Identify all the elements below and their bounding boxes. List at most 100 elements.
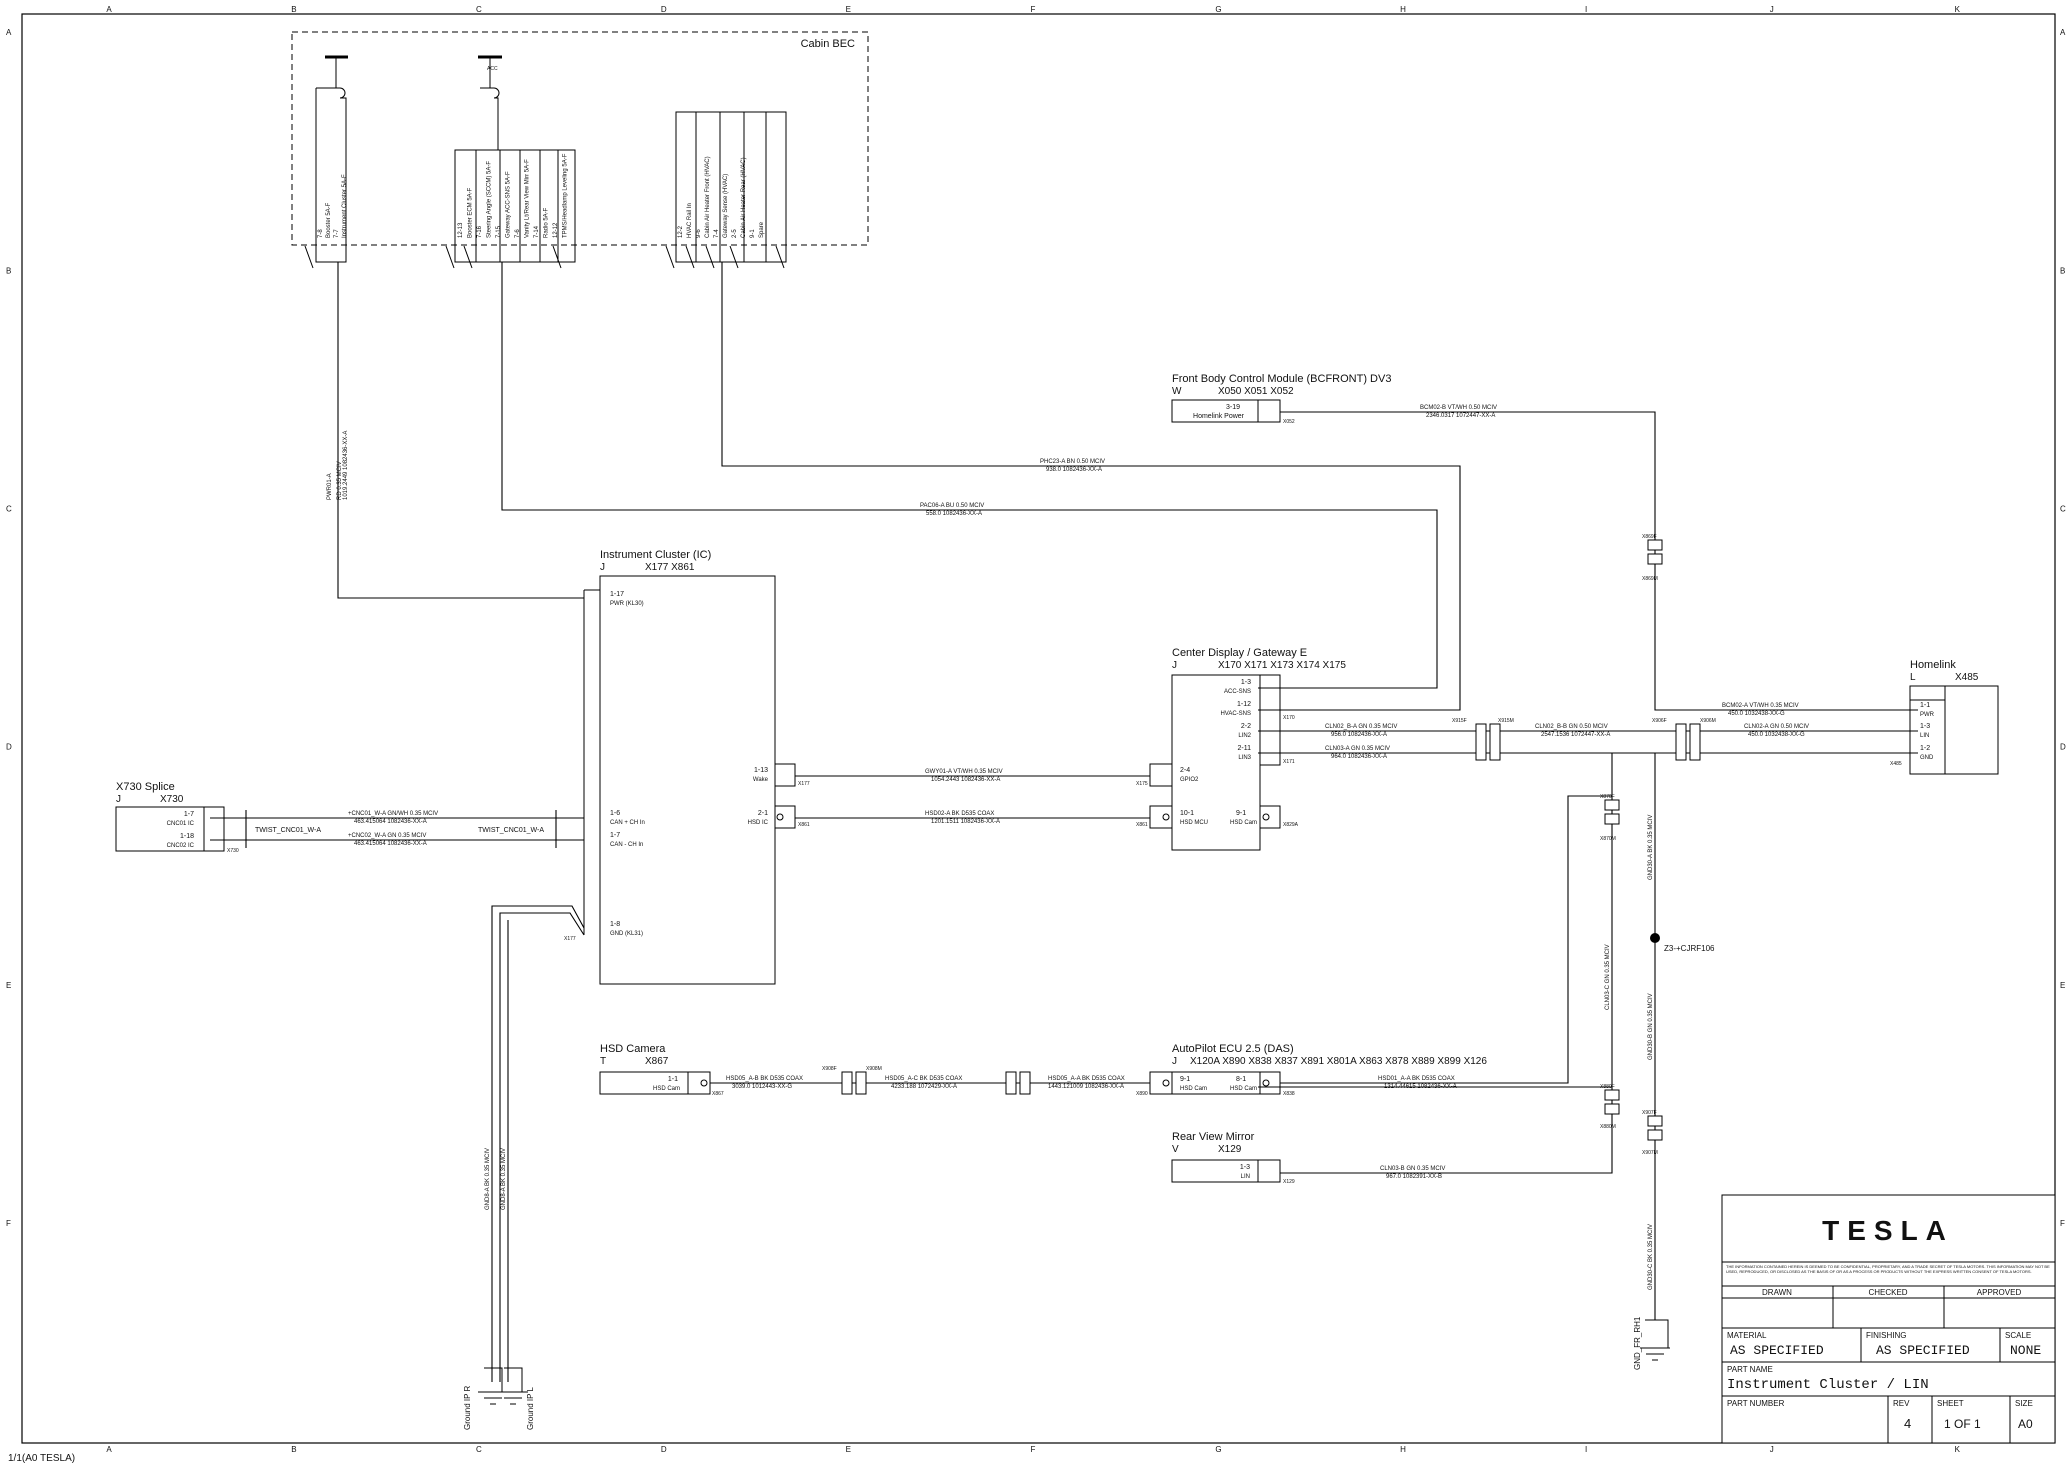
- svg-text:Homelink: Homelink: [1910, 659, 1956, 671]
- inline-connector-tag: X907F: [1642, 1110, 1657, 1116]
- svg-text:CLN02_B-A GN 0.35 MCIV: CLN02_B-A GN 0.35 MCIV: [1325, 724, 1397, 730]
- svg-text:REV: REV: [1893, 1399, 1910, 1408]
- fuse-label: 7-14: [534, 225, 540, 238]
- svg-text:1-1: 1-1: [1920, 702, 1930, 709]
- svg-text:Instrument Cluster (IC): Instrument Cluster (IC): [600, 549, 711, 561]
- svg-text:1201.1511 1082436-XX-A: 1201.1511 1082436-XX-A: [931, 819, 1000, 825]
- grid-col-label: B: [291, 5, 296, 14]
- fuse-label: 7-8: [318, 229, 324, 238]
- svg-text:CAN - CH In: CAN - CH In: [610, 842, 643, 848]
- svg-text:956.0 1082436-XX-A: 956.0 1082436-XX-A: [1331, 732, 1387, 738]
- svg-text:T: T: [600, 1056, 606, 1067]
- svg-text:4233.188 1072429-XX-A: 4233.188 1072429-XX-A: [891, 1084, 957, 1090]
- fuse-label: 7-7: [334, 229, 340, 238]
- svg-text:HSD05_A-A BK D535 COAX: HSD05_A-A BK D535 COAX: [1048, 1076, 1125, 1082]
- svg-text:Homelink Power: Homelink Power: [1193, 413, 1245, 420]
- svg-text:X485: X485: [1890, 761, 1902, 767]
- grid-row-label: E: [2060, 981, 2065, 990]
- svg-text:DRAWN: DRAWN: [1762, 1288, 1792, 1297]
- svg-text:X730: X730: [160, 794, 184, 805]
- grid-col-label: K: [1955, 1445, 1961, 1454]
- svg-text:LIN2: LIN2: [1238, 733, 1251, 739]
- svg-text:HSD Cam: HSD Cam: [1230, 820, 1257, 826]
- svg-text:HSD Camera: HSD Camera: [600, 1043, 666, 1055]
- svg-text:Wake: Wake: [753, 777, 769, 783]
- fuse-label: Spare: [759, 221, 765, 238]
- svg-text:X170 X171 X173 X174 X1: X170 X171 X173 X174 X175: [1218, 660, 1346, 671]
- svg-text:HSD01_A-A BK D535 COAX: HSD01_A-A BK D535 COAX: [1378, 1076, 1455, 1082]
- svg-text:1-1: 1-1: [668, 1076, 678, 1083]
- svg-text:NONE: NONE: [2010, 1343, 2041, 1358]
- inline-connector-tag: X869M: [1642, 576, 1658, 582]
- svg-text:TWIST_CNC01_W-A: TWIST_CNC01_W-A: [478, 827, 544, 834]
- fuse-label: Steering Angle (SCCM) 5A-F: [487, 161, 493, 238]
- grid-col-label: K: [1955, 5, 1961, 14]
- inline-connector-tag: X906M: [1700, 718, 1716, 724]
- svg-text:RD 0.35 MCIV: RD 0.35 MCIV: [337, 461, 343, 500]
- svg-text:GND30-B GN 0.35 MCIV: GND30-B GN 0.35 MCIV: [1648, 993, 1654, 1060]
- fuse-label: Cabin Air Heater Front (HVAC): [705, 156, 711, 238]
- svg-text:1-8: 1-8: [610, 921, 620, 928]
- fuse-label: 7-4: [714, 229, 720, 238]
- fuse-label: 7-15: [496, 225, 502, 238]
- svg-text:HSD Cam: HSD Cam: [1180, 1086, 1207, 1092]
- svg-text:PART NAME: PART NAME: [1727, 1365, 1773, 1374]
- svg-text:A0: A0: [2018, 1417, 2033, 1431]
- svg-text:GPIO2: GPIO2: [1180, 777, 1199, 783]
- module-instrument-cluster: Instrument Cluster (IC) J X177 X861 1-17…: [564, 549, 810, 985]
- svg-text:1314.44615 1082436-XX-A: 1314.44615 1082436-XX-A: [1384, 1084, 1457, 1090]
- svg-text:PHC23-A BN 0.50 MCIV: PHC23-A BN 0.50 MCIV: [1040, 459, 1105, 465]
- svg-text:GND8-A BK 0.35 MCIV: GND8-A BK 0.35 MCIV: [501, 1148, 507, 1210]
- svg-text:X052: X052: [1283, 419, 1295, 425]
- svg-text:GND (KL31): GND (KL31): [610, 931, 643, 937]
- svg-text:AutoPilot ECU 2.5 (DAS): AutoPilot ECU 2.5 (DAS): [1172, 1043, 1294, 1055]
- svg-text:2-4: 2-4: [1180, 767, 1190, 774]
- grid-col-label: H: [1400, 1445, 1406, 1454]
- svg-text:967.0 1082391-XX-B: 967.0 1082391-XX-B: [1386, 1174, 1442, 1180]
- svg-text:1 OF 1: 1 OF 1: [1944, 1417, 1981, 1431]
- grid-col-label: D: [661, 1445, 667, 1454]
- module-rear-view-mirror: Rear View Mirror V X129 1-3 LIN X129: [1171, 1131, 1295, 1185]
- fuse-label: 2-5: [732, 229, 738, 238]
- grid-col-label: F: [1031, 5, 1036, 14]
- grid-row-label: F: [6, 1219, 11, 1228]
- svg-text:2-2: 2-2: [1241, 723, 1251, 730]
- svg-text:3-19: 3-19: [1226, 404, 1240, 411]
- svg-text:PWR (KL30): PWR (KL30): [610, 601, 644, 607]
- svg-text:X861: X861: [1136, 822, 1148, 828]
- svg-text:GND30-A BK 0.35 MCIV: GND30-A BK 0.35 MCIV: [1648, 815, 1654, 880]
- svg-text:J: J: [1172, 660, 1177, 671]
- svg-text:J: J: [600, 562, 605, 573]
- module-center-display-gateway: Center Display / Gateway E J X170 X171 X…: [1136, 647, 1346, 851]
- svg-text:X120A X890 X838 X837 X89: X120A X890 X838 X837 X891 X801A X863 X87…: [1190, 1056, 1487, 1067]
- grid-col-label: E: [846, 5, 851, 14]
- svg-text:LIN: LIN: [1241, 1174, 1250, 1180]
- svg-text:HSD05_A-B BK D535 COAX: HSD05_A-B BK D535 COAX: [726, 1076, 803, 1082]
- svg-text:964.0 1082436-XX-A: 964.0 1082436-XX-A: [1331, 754, 1387, 760]
- fuse-label: 9-1: [750, 229, 756, 238]
- svg-text:X170: X170: [1283, 715, 1295, 721]
- grid-col-label: C: [476, 5, 482, 14]
- svg-text:GND30-C BK 0.35 MCIV: GND30-C BK 0.35 MCIV: [1648, 1224, 1654, 1290]
- ground-fr-rh-label: GND_FR_RH1: [1633, 1316, 1642, 1370]
- fuse-label: 9-6: [696, 229, 702, 238]
- grid-row-label: A: [6, 28, 12, 37]
- svg-text:X175: X175: [1136, 781, 1148, 787]
- svg-text:CNC01 IC: CNC01 IC: [167, 821, 195, 827]
- ground-symbols: [478, 1319, 1670, 1405]
- confidential-notice: THE INFORMATION CONTAINED HEREIN IS DEEM…: [1726, 1264, 2050, 1274]
- svg-text:X171: X171: [1283, 759, 1295, 765]
- svg-text:X050 X051 X052: X050 X051 X052: [1218, 386, 1294, 397]
- fuse-label: Booster 5A-F: [326, 202, 332, 238]
- svg-text:X177: X177: [564, 936, 576, 942]
- grid-col-label: F: [1031, 1445, 1036, 1454]
- svg-text:X129: X129: [1283, 1179, 1295, 1185]
- grid-col-label: G: [1215, 1445, 1221, 1454]
- svg-text:AS SPECIFIED: AS SPECIFIED: [1876, 1343, 1970, 1358]
- svg-text:CLN02-A GN 0.50 MCIV: CLN02-A GN 0.50 MCIV: [1744, 724, 1809, 730]
- svg-text:CLN02_B-B GN 0.50 MCIV: CLN02_B-B GN 0.50 MCIV: [1535, 724, 1608, 730]
- svg-text:1-7: 1-7: [610, 832, 620, 839]
- svg-text:W: W: [1172, 386, 1182, 397]
- svg-text:CAN + CH In: CAN + CH In: [610, 820, 645, 826]
